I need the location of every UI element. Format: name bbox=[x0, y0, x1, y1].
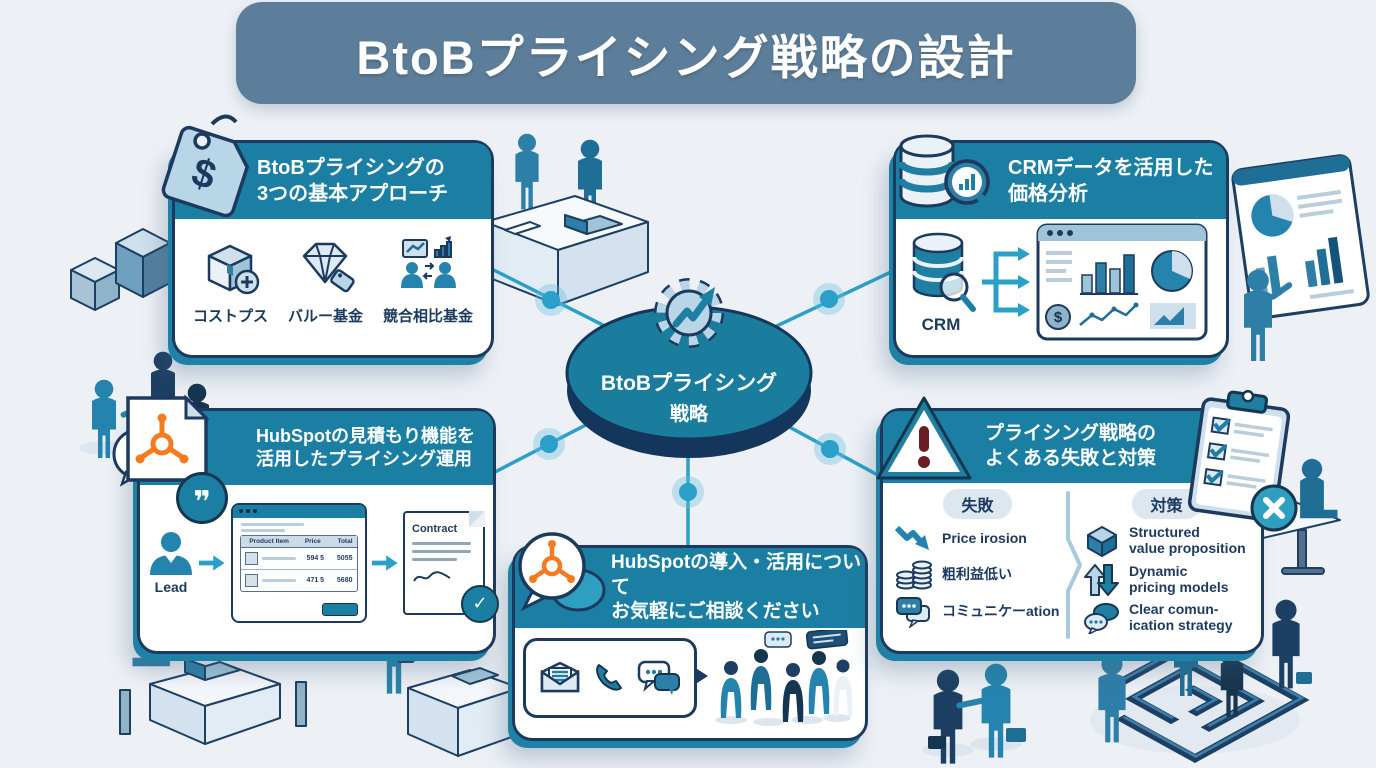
signature-icon bbox=[413, 570, 451, 582]
worktable-illustration bbox=[119, 600, 307, 745]
contract-document: Contract ✓ bbox=[403, 510, 499, 623]
crm-database-icon bbox=[912, 232, 976, 312]
svg-text:$: $ bbox=[1054, 309, 1063, 326]
quote-issue-button bbox=[321, 602, 358, 616]
lead-person: Lead bbox=[148, 531, 194, 595]
panel-consultation: HubSpotの導入・活用について お気軽にご相談ください bbox=[512, 545, 868, 741]
arrow-right-icon bbox=[371, 554, 398, 571]
countermeasure-item: Clear comun-ication strategy bbox=[1084, 602, 1249, 634]
quote-table: Product Item Price Total 594 5 5055 471 … bbox=[239, 534, 358, 592]
panel-basic-approaches: BtoBプライシングの 3つの基本アプローチ コストプス bbox=[172, 140, 494, 358]
panel-hubspot-quote-header: HubSpotの見積もり機能を 活用したプライシング運用 bbox=[140, 411, 493, 485]
page-fold bbox=[469, 510, 485, 527]
failures-column: 失敗 Price irosion 粗利益低い bbox=[895, 489, 1060, 639]
panel-failures-countermeasures: プライシング戦略の よくある失敗と対策 失敗 Price irosion bbox=[880, 408, 1264, 654]
coins-icon bbox=[896, 560, 932, 590]
failures-pill: 失敗 bbox=[943, 489, 1012, 519]
gear-growth-icon bbox=[654, 278, 724, 348]
contact-channels-bubble bbox=[523, 638, 708, 718]
central-hub: BtoBプライシング 戦略 bbox=[558, 255, 820, 465]
chat-bubble-icon bbox=[637, 660, 680, 695]
approach-value-based: バルー基金 bbox=[288, 236, 363, 326]
email-icon bbox=[540, 662, 580, 693]
title-banner: BtoBプライシング戦略の設計 bbox=[236, 2, 1136, 104]
analytics-dashboard-icon: $ bbox=[1036, 223, 1208, 341]
box-plus-icon bbox=[208, 244, 260, 295]
arrow-right-icon bbox=[199, 554, 225, 571]
countermeasures-pill: 対策 bbox=[1132, 489, 1201, 519]
page-title: BtoBプライシング戦略の設計 bbox=[356, 30, 1016, 84]
panel-hubspot-quote: HubSpotの見積もり機能を 活用したプライシング運用 Lead bbox=[137, 408, 499, 654]
approved-check-icon: ✓ bbox=[461, 584, 499, 623]
failure-item: コミュニケーation bbox=[895, 596, 1060, 628]
approach-cost-plus: コストプス bbox=[193, 236, 268, 326]
diamond-tag-icon bbox=[303, 242, 356, 293]
quote-window-titlebar bbox=[232, 504, 365, 518]
panel-consultation-header: HubSpotの導入・活用について お気軽にご相談ください bbox=[515, 548, 865, 628]
chat-bubbles-icon bbox=[1084, 603, 1119, 634]
quote-window: Product Item Price Total 594 5 5055 471 … bbox=[230, 502, 367, 623]
failure-item: Price irosion bbox=[895, 524, 1060, 554]
counter-desk-illustration bbox=[379, 598, 521, 757]
chat-icon bbox=[896, 597, 930, 628]
quote-table-row: 594 5 5055 bbox=[240, 548, 357, 570]
column-divider bbox=[1066, 491, 1082, 639]
quote-table-row: 471 5 5680 bbox=[241, 570, 357, 591]
panel-failures-header: プライシング戦略の よくある失敗と対策 bbox=[883, 411, 1261, 483]
people-compare-icon bbox=[400, 236, 456, 288]
phone-icon bbox=[596, 664, 622, 691]
panel-crm-analysis: CRMデータを活用した 価格分析 CRM bbox=[893, 140, 1229, 358]
panel-crm-analysis-header: CRMデータを活用した 価格分析 bbox=[896, 143, 1226, 219]
up-down-arrows-icon bbox=[1084, 564, 1119, 596]
cube-icon bbox=[1087, 526, 1117, 557]
panel-basic-approaches-header: BtoBプライシングの 3つの基本アプローチ bbox=[175, 143, 491, 219]
approach-competitor-based: 競合相比基金 bbox=[383, 236, 473, 326]
decline-arrow-icon bbox=[895, 525, 929, 550]
whiteboard-presentation-illustration bbox=[1231, 154, 1370, 361]
discussion-group-illustration bbox=[715, 630, 853, 726]
failure-item: 粗利益低い bbox=[895, 559, 1060, 591]
connection-node bbox=[533, 283, 846, 508]
deal-handshake-illustration bbox=[922, 663, 1026, 764]
crm-database: CRM bbox=[906, 229, 976, 335]
lead-person-icon bbox=[150, 531, 192, 575]
data-flow-arrows-icon bbox=[982, 247, 1030, 317]
meeting-desk-illustration bbox=[484, 133, 649, 306]
hub-label: BtoBプライシング 戦略 bbox=[600, 372, 778, 425]
